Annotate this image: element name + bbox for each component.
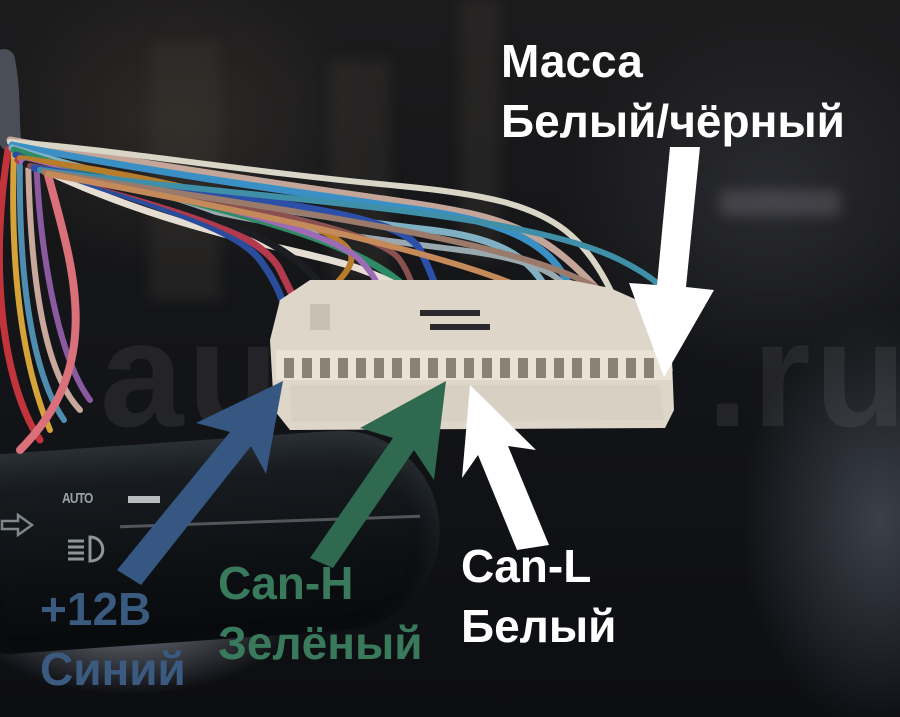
label-can-low-title: Can-L — [461, 540, 592, 592]
label-ground-title: Масса — [501, 35, 643, 87]
headlamp-icon — [68, 535, 105, 563]
label-ground-wire-color: Белый/чёрный — [501, 95, 845, 147]
arrow-ground — [629, 147, 714, 377]
label-can-low: Can-L Белый — [461, 543, 616, 649]
label-can-high-title: Can-H — [218, 557, 354, 609]
label-power-12v-wire-color: Синий — [40, 643, 186, 695]
label-can-high: Can-H Зелёный — [218, 560, 423, 666]
arrow-can-low — [462, 385, 549, 550]
arrow-power-12v — [117, 381, 283, 585]
background-badge-blur — [720, 190, 840, 216]
stalk-auto-marking: AUTO — [62, 490, 93, 507]
stalk-position-mark — [128, 496, 160, 503]
arrow-can-high — [310, 381, 446, 568]
label-ground: Масса Белый/чёрный — [501, 38, 845, 144]
turn-arrow-icon — [0, 512, 34, 538]
label-can-high-wire-color: Зелёный — [218, 617, 423, 669]
label-can-low-wire-color: Белый — [461, 600, 617, 652]
label-power-12v-title: +12В — [40, 583, 152, 635]
label-power-12v: +12В Синий — [40, 586, 186, 692]
